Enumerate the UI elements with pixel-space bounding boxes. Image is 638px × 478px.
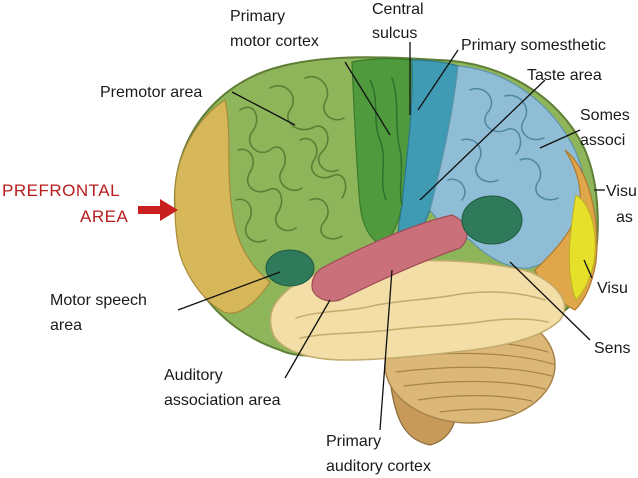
primary-auditory-cortex-label-line1: Primary	[326, 433, 381, 450]
primary-auditory-region	[311, 214, 468, 302]
visual-association-label-line2: as	[616, 209, 633, 226]
motor-speech-patch	[265, 249, 315, 287]
prefrontal-area-label-line2: AREA	[80, 207, 128, 226]
motor-speech-area-label-line1: Motor speech	[50, 292, 147, 309]
motor-gyri	[369, 77, 403, 206]
somesthetic-association-label-line2: associ	[580, 132, 625, 149]
prefrontal-region	[174, 99, 271, 314]
primary-auditory-cortex-label-line2: auditory cortex	[326, 458, 431, 475]
visual-region	[568, 194, 596, 301]
primary-motor-cortex-label-line2: motor cortex	[230, 33, 319, 50]
somesthetic-association-label-line1: Somes	[580, 107, 630, 124]
central-sulcus-label-line2: sulcus	[372, 25, 417, 42]
temporal-gyri	[295, 291, 549, 339]
primary-motor-cortex-label-line1: Primary	[230, 8, 285, 25]
central-sulcus-label-line1: Central	[372, 1, 424, 18]
visual-label: Visu	[597, 280, 628, 297]
auditory-association-label-line2: association area	[164, 392, 281, 409]
visual-association-label-line1: Visu	[606, 183, 637, 200]
taste-area-label: Taste area	[527, 67, 602, 84]
premotor-area-label: Premotor area	[100, 84, 202, 101]
prefrontal-arrow	[138, 199, 178, 221]
auditory-association-label-line1: Auditory	[164, 367, 223, 384]
parietal-gyri	[447, 87, 559, 201]
prefrontal-area-label-line1: PREFRONTAL	[2, 181, 120, 200]
motor-speech-area-label-line2: area	[50, 317, 82, 334]
taste-area-patch	[461, 195, 523, 245]
sensory-label: Sens	[594, 340, 630, 357]
primary-somesthetic-label: Primary somesthetic	[461, 37, 606, 54]
gyri-texture	[235, 75, 347, 243]
leader-lines	[177, 42, 605, 431]
